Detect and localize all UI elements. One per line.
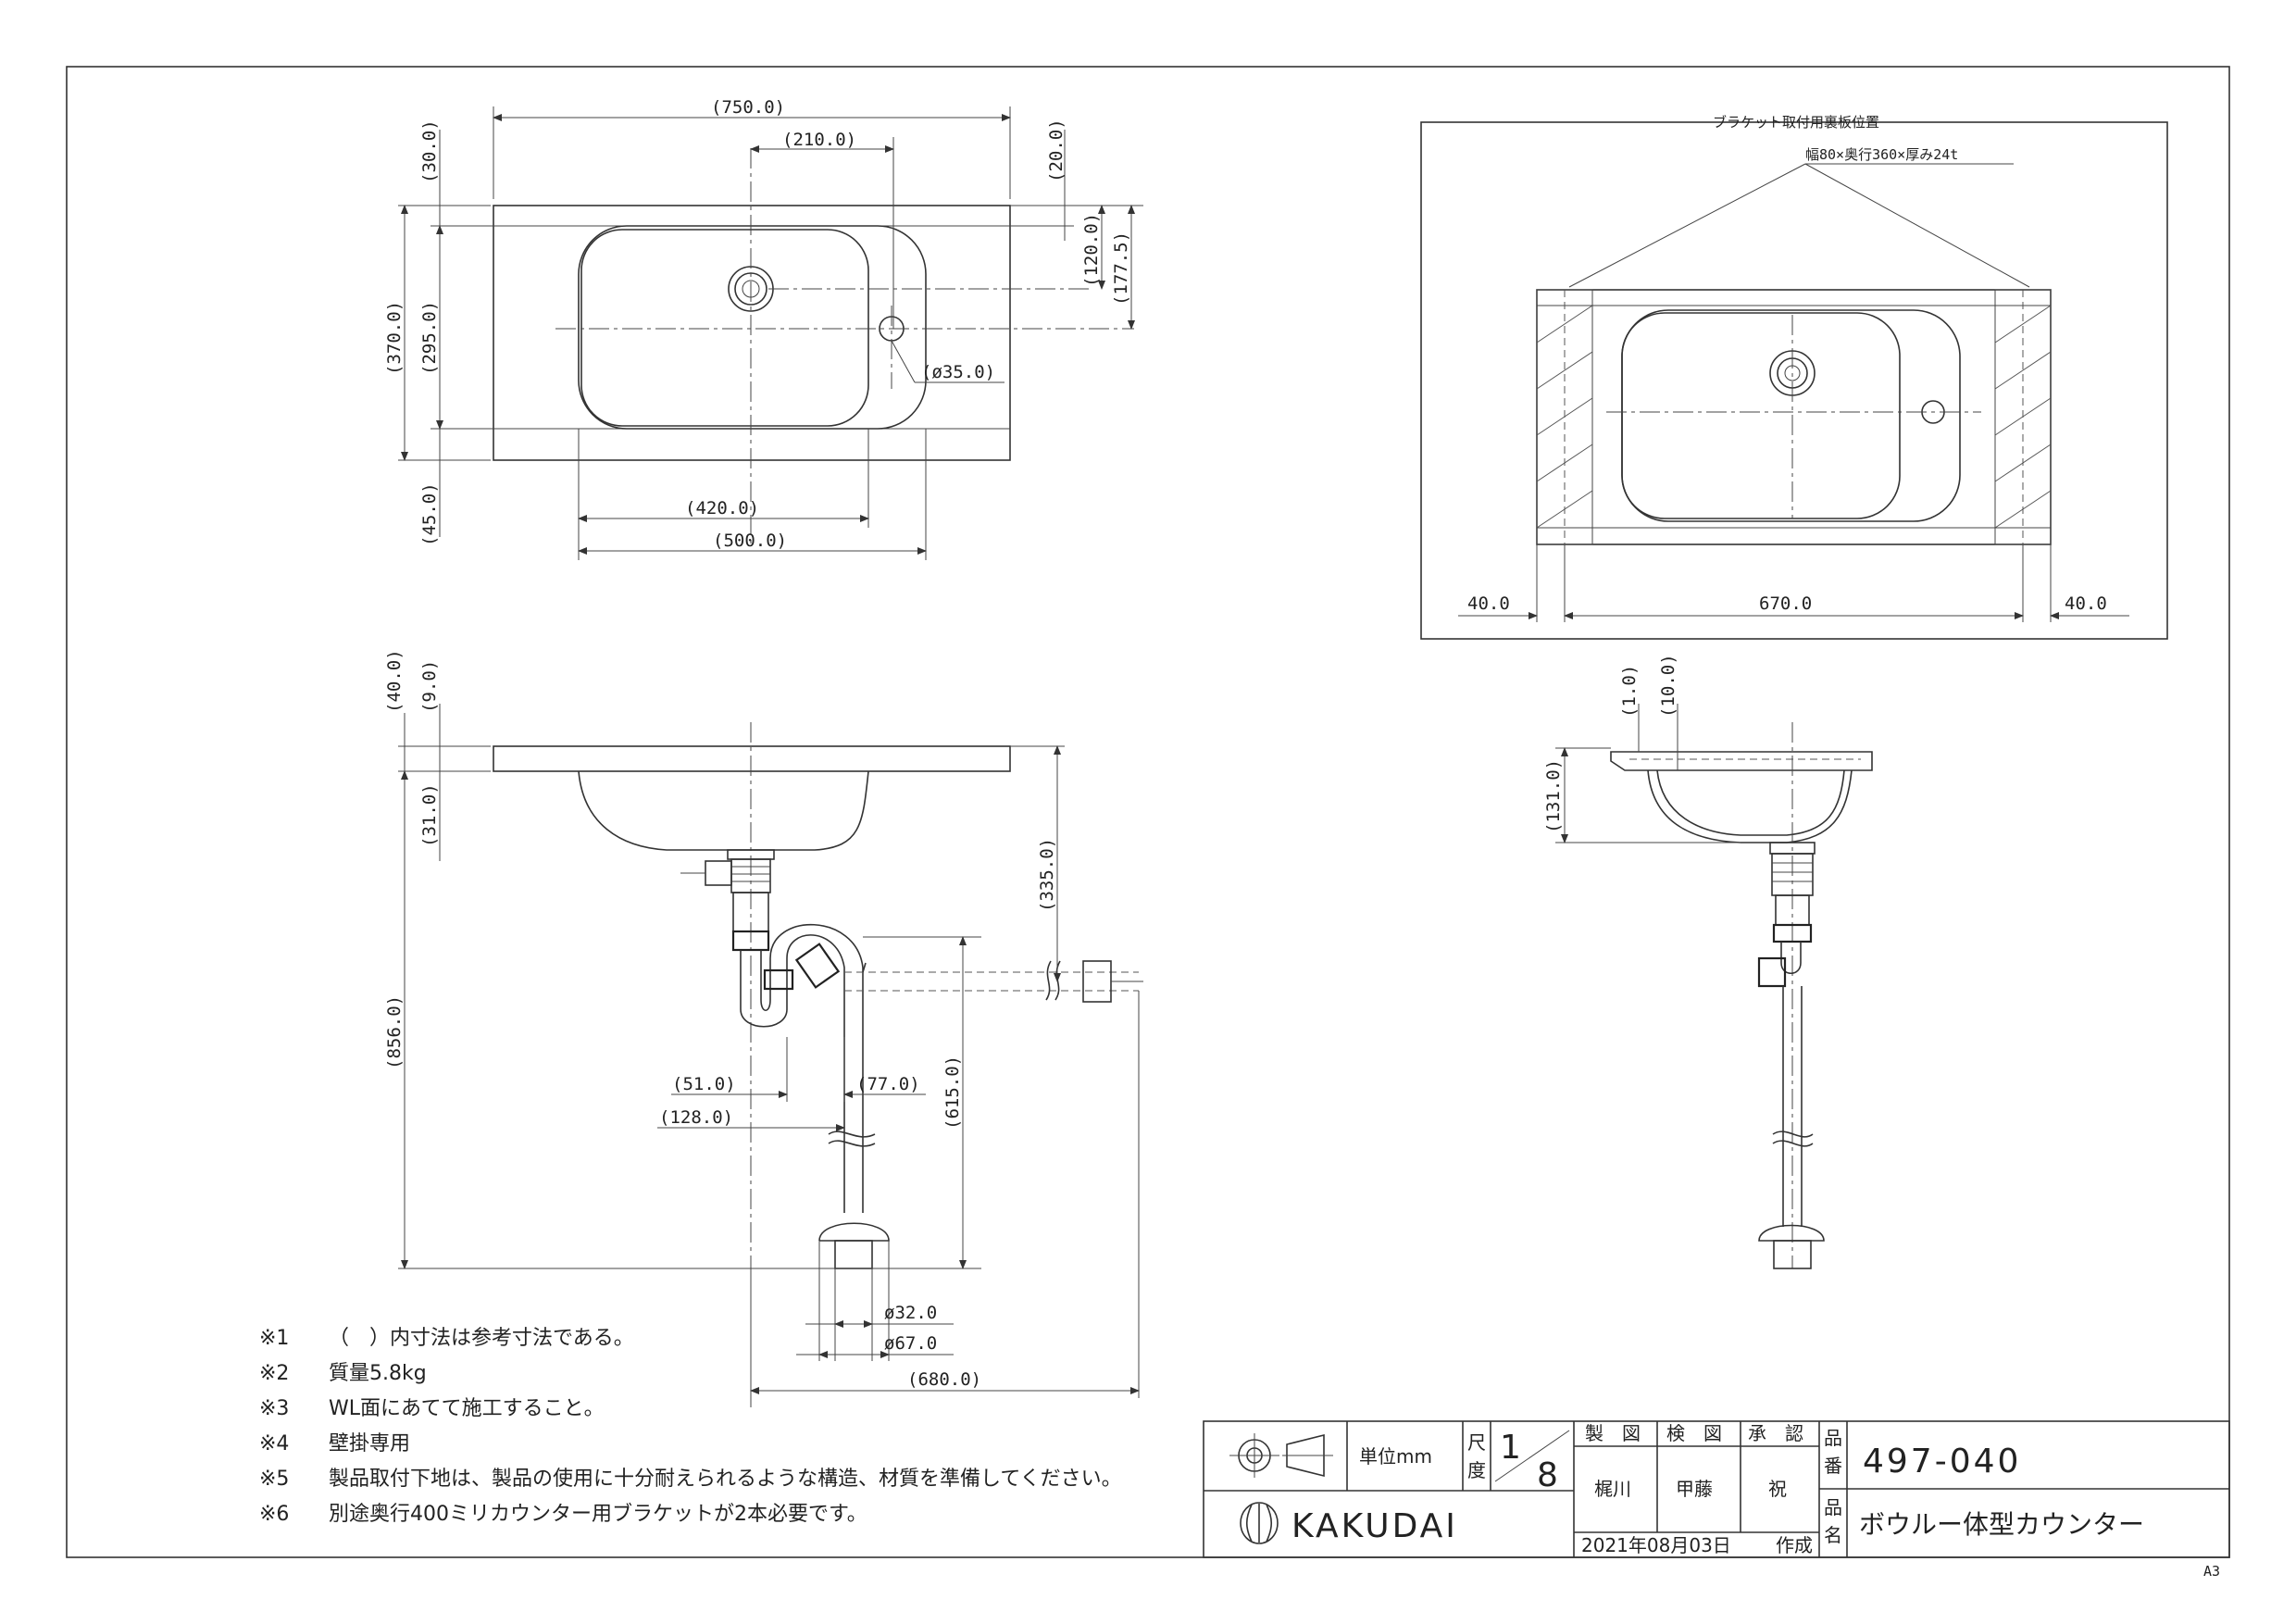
board-spec: 幅80×奥行360×厚み24t <box>1805 146 1958 163</box>
top-view: (750.0) (210.0) (30.0) (370.0) (295.0) (… <box>384 97 1143 560</box>
part-label-2: 番 <box>1824 1455 1842 1477</box>
product-name: ボウルー体型カウンター <box>1859 1509 2144 1540</box>
dim-bowl-depth: (295.0) <box>419 301 440 375</box>
dim-overall-depth: (370.0) <box>384 301 405 375</box>
note-text-3: WL面にあてて施工すること。 <box>329 1397 605 1420</box>
paper-size: A3 <box>2203 1563 2220 1580</box>
dim-front-856: (856.0) <box>384 995 405 1069</box>
dim-front-615: (615.0) <box>942 1056 963 1130</box>
dim-bottom-margin: (45.0) <box>419 482 440 546</box>
bowl-outline-bracket <box>1621 309 1961 522</box>
dim-right-177: (177.5) <box>1111 231 1131 306</box>
dim-off-128: (128.0) <box>659 1107 733 1128</box>
note-text-4: 壁掛専用 <box>329 1432 410 1455</box>
drawing-border <box>66 66 2230 1558</box>
note-text-1: （ ）内寸法は参考寸法である。 <box>329 1327 634 1350</box>
checked-by: 甲藤 <box>1676 1478 1713 1500</box>
bracket-view: ブラケット取付用裏板位置 幅80×奥行360×厚み24t <box>1420 114 2168 640</box>
drawn-label: 製 図 <box>1585 1422 1641 1444</box>
date: 2021年08月03日 <box>1581 1534 1731 1556</box>
counter-front <box>493 745 1011 772</box>
scale-denominator: 8 <box>1537 1456 1561 1494</box>
bowl-outer-outline <box>578 225 927 430</box>
dim-bracket-right: 40.0 <box>2065 593 2107 614</box>
dim-front-31: (31.0) <box>419 783 440 847</box>
note-mark-4: ※4 <box>259 1432 289 1455</box>
note-text-6: 別途奥行400ミリカウンター用ブラケットが2本必要です。 <box>329 1503 867 1526</box>
dim-bracket-center: 670.0 <box>1759 593 1812 614</box>
unit-label: 単位mm <box>1359 1445 1432 1468</box>
kakudai-logo-icon <box>1240 1502 1279 1544</box>
company-name: KAKUDAI <box>1292 1507 1458 1545</box>
bowl-side <box>1647 769 1853 843</box>
dim-bowl-inner: (420.0) <box>685 498 759 518</box>
dim-bracket-left: 40.0 <box>1467 593 1510 614</box>
dim-front-total: (40.0) <box>384 649 405 713</box>
checked-label: 検 図 <box>1666 1422 1722 1444</box>
dim-front-9: (9.0) <box>419 660 440 713</box>
note-text-2: 質量5.8kg <box>329 1362 427 1385</box>
dim-front-335: (335.0) <box>1037 838 1057 912</box>
dim-right-120: (120.0) <box>1081 213 1102 287</box>
dim-right-top: (20.0) <box>1046 119 1067 182</box>
title-block: 単位mm 尺 度 1 8 製 図 検 図 承 認 梶川 甲藤 祝 品 番 497… <box>1203 1420 2230 1558</box>
note-mark-5: ※5 <box>259 1468 289 1491</box>
notes: ※1 （ ）内寸法は参考寸法である。 ※2 質量5.8kg ※3 WL面にあてて… <box>259 1327 1122 1526</box>
drawn-by: 梶川 <box>1594 1478 1631 1500</box>
name-label-2: 名 <box>1824 1524 1842 1546</box>
counter-outline-bracket <box>1536 289 2052 545</box>
dim-faucet-hole: (ø35.0) <box>921 362 995 382</box>
dim-pipe-32: ø32.0 <box>884 1303 937 1323</box>
dim-bowl-outer: (500.0) <box>713 531 787 551</box>
approved-label: 承 認 <box>1748 1422 1803 1444</box>
part-label-1: 品 <box>1824 1427 1842 1449</box>
dim-pipe-67: ø67.0 <box>884 1333 937 1354</box>
front-view: (40.0) (9.0) (31.0) (856.0) (335.0) (615… <box>384 649 1143 1407</box>
dim-side-10: (10.0) <box>1658 654 1678 718</box>
name-label-1: 品 <box>1824 1496 1842 1518</box>
note-text-5: 製品取付下地は、製品の使用に十分耐えられるような構造、材質を準備してください。 <box>329 1468 1122 1491</box>
approved-by: 祝 <box>1768 1478 1787 1500</box>
side-view: (1.0) (10.0) (131.0) <box>1543 654 1873 1269</box>
dim-top-margin: (30.0) <box>419 119 440 183</box>
dim-off-77: (77.0) <box>856 1074 920 1094</box>
scale-label-2: 度 <box>1467 1459 1486 1481</box>
dim-side-1: (1.0) <box>1619 665 1640 718</box>
dim-side-131: (131.0) <box>1543 759 1564 833</box>
note-mark-1: ※1 <box>259 1327 289 1350</box>
note-mark-6: ※6 <box>259 1503 289 1526</box>
bowl-inner-outline <box>580 229 869 427</box>
scale-label-1: 尺 <box>1467 1431 1486 1454</box>
dim-drain-offset: (210.0) <box>782 130 856 150</box>
counter-outline-top <box>493 205 1011 461</box>
bracket-view-frame <box>1420 121 2168 640</box>
scale-numerator: 1 <box>1500 1429 1524 1467</box>
date-suffix: 作成 <box>1776 1534 1813 1556</box>
part-number: 497-040 <box>1863 1443 2021 1480</box>
dim-off-51: (51.0) <box>672 1074 736 1094</box>
dim-overall-width: (750.0) <box>711 97 785 118</box>
dim-wall-680: (680.0) <box>907 1369 981 1390</box>
projection-symbol-icon <box>1229 1433 1333 1478</box>
note-mark-3: ※3 <box>259 1397 289 1420</box>
counter-side <box>1610 751 1873 771</box>
note-mark-2: ※2 <box>259 1362 289 1385</box>
bracket-title: ブラケット取付用裏板位置 <box>1713 114 1879 131</box>
bowl-front <box>578 770 869 851</box>
